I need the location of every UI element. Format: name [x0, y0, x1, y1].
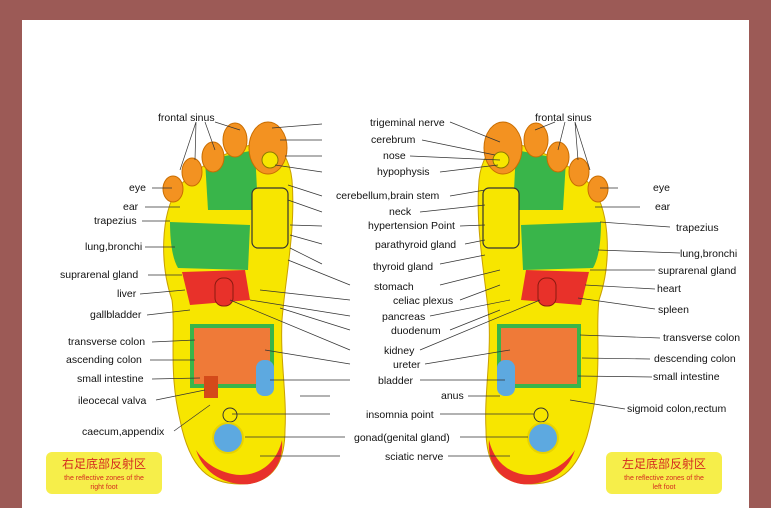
right-foot-heel-red [196, 440, 283, 485]
right-foot-kidney [214, 277, 234, 307]
diagram-canvas [22, 20, 749, 508]
right-foot-lung-zone [170, 222, 250, 270]
right-foot-labels: frontal sinus eye ear trapezius lung,bro… [60, 112, 215, 438]
label-kidney: kidney [384, 345, 415, 357]
label-bladder: bladder [378, 375, 414, 387]
label-right-eye: eye [129, 182, 146, 194]
label-gonad: gonad(genital gland) [354, 432, 450, 444]
label-cerebrum: cerebrum [371, 134, 416, 146]
right-foot-appendix [204, 376, 218, 398]
label-right-lung-bronchi: lung,bronchi [85, 241, 142, 253]
label-thyroid-gland: thyroid gland [373, 261, 433, 273]
right-foot-toe-5 [162, 175, 184, 203]
left-foot-stomach-zone [482, 187, 520, 249]
left-foot-heel-red [488, 440, 575, 485]
left-foot-labels: frontal sinus eye ear trapezius lung,bro… [535, 112, 740, 415]
label-anus: anus [441, 390, 464, 402]
left-foot-insomnia-point [533, 407, 549, 423]
label-left-sigmoid-colon-rectum: sigmoid colon,rectum [627, 403, 726, 415]
left-foot-bladder [497, 360, 515, 396]
label-left-descending-colon: descending colon [654, 353, 736, 365]
left-foot [477, 121, 609, 485]
label-sciatic-nerve: sciatic nerve [385, 451, 444, 463]
right-foot-hypophysis [261, 151, 279, 169]
label-left-eye: eye [653, 182, 670, 194]
right-foot-insomnia-point [222, 407, 238, 423]
center-labels: trigeminal nerve cerebrum nose hypophysi… [336, 117, 464, 463]
left-foot-kidney [537, 277, 557, 307]
right-foot-gonad [212, 422, 244, 454]
label-neck: neck [389, 206, 412, 218]
label-left-transverse-colon: transverse colon [663, 332, 740, 344]
right-foot [162, 121, 294, 485]
label-left-frontal-sinus: frontal sinus [535, 112, 592, 124]
label-right-ear: ear [123, 201, 139, 213]
label-nose: nose [383, 150, 406, 162]
label-hypophysis: hypophysis [377, 166, 430, 178]
label-celiac-plexus: celiac plexus [393, 295, 453, 307]
caption-left-zh: 左足底部反射区 [622, 456, 706, 471]
label-right-transverse-colon: transverse colon [68, 336, 145, 348]
left-foot-toe-3 [546, 141, 570, 173]
label-right-trapezius: trapezius [94, 215, 137, 227]
left-foot-toe-4 [568, 157, 590, 187]
label-right-gallbladder: gallbladder [90, 309, 142, 321]
label-duodenum: duodenum [391, 325, 441, 337]
label-stomach: stomach [374, 281, 414, 293]
right-foot-stomach-zone [251, 187, 289, 249]
caption-right-foot: 右足底部反射区 the reflective zones of the righ… [46, 452, 162, 494]
label-left-suprarenal-gland: suprarenal gland [658, 265, 736, 277]
label-left-spleen: spleen [658, 304, 689, 316]
caption-left-foot: 左足底部反射区 the reflective zones of the left… [606, 452, 722, 494]
label-left-lung-bronchi: lung,bronchi [680, 248, 737, 260]
left-foot-toe-2 [523, 122, 549, 158]
caption-right-en2: right foot [90, 484, 117, 491]
right-foot-toe-3 [201, 141, 225, 173]
label-left-trapezius: trapezius [676, 222, 719, 234]
label-cerebellum-brain-stem: cerebellum,brain stem [336, 190, 440, 202]
caption-right-en1: the reflective zones of the [64, 475, 144, 482]
label-left-ear: ear [655, 201, 671, 213]
caption-right-zh: 右足底部反射区 [62, 456, 146, 471]
label-parathyroid-gland: parathyroid gland [375, 239, 456, 251]
label-right-liver: liver [117, 288, 137, 300]
label-trigeminal-nerve: trigeminal nerve [370, 117, 445, 129]
left-foot-lung-zone [521, 222, 601, 270]
label-ureter: ureter [393, 359, 421, 371]
label-right-small-intestine: small intestine [77, 373, 144, 385]
label-right-ileocecal-valva: ileocecal valva [78, 395, 146, 407]
caption-left-en2: left foot [653, 484, 676, 491]
caption-left-en1: the reflective zones of the [624, 475, 704, 482]
left-foot-gonad [527, 422, 559, 454]
label-right-suprarenal-gland: suprarenal gland [60, 269, 138, 281]
label-right-frontal-sinus: frontal sinus [158, 112, 215, 124]
label-left-small-intestine: small intestine [653, 371, 720, 383]
right-foot-toe-4 [181, 157, 203, 187]
label-pancreas: pancreas [382, 311, 425, 323]
label-right-ascending-colon: ascending colon [66, 354, 142, 366]
label-left-heart: heart [657, 283, 681, 295]
right-foot-bladder [256, 360, 274, 396]
label-insomnia-point: insomnia point [366, 409, 434, 421]
leader-lines [139, 121, 681, 457]
label-hypertension-point: hypertension Point [368, 220, 455, 232]
label-right-caecum-appendix: caecum,appendix [82, 426, 165, 438]
left-foot-toe-5 [587, 175, 609, 203]
right-foot-toe-2 [222, 122, 248, 158]
